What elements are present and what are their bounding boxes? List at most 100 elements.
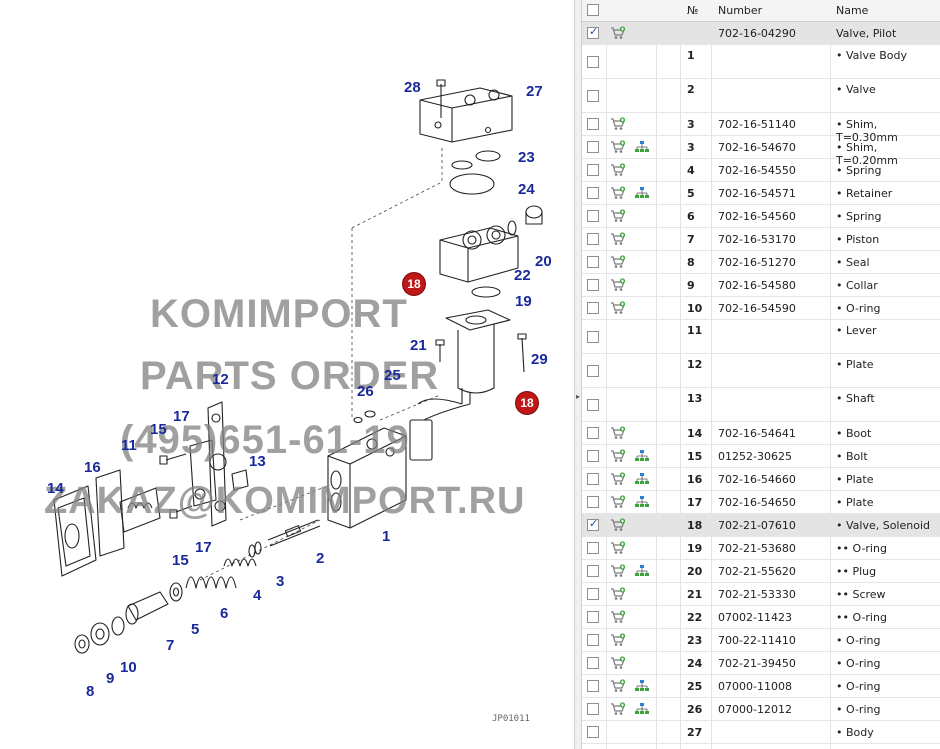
callout-6[interactable]: 6 [220,605,229,622]
cart-add-icon[interactable] [610,426,626,440]
callout-badge-18-top[interactable]: 18 [403,273,425,295]
row-part-number[interactable]: 702-16-54560 [718,210,796,223]
row-checkbox[interactable] [587,164,599,176]
column-header-num[interactable]: № [687,4,699,17]
table-row[interactable]: 1• Valve Body [582,45,940,79]
row-part-number[interactable]: 01252-30625 [718,450,792,463]
row-checkbox[interactable] [587,279,599,291]
cart-add-icon[interactable] [610,656,626,670]
callout-15-top[interactable]: 15 [150,421,167,438]
row-checkbox[interactable] [587,90,599,102]
cart-add-icon[interactable] [610,26,626,40]
row-checkbox[interactable] [587,25,599,39]
row-checkbox[interactable] [587,496,599,508]
row-checkbox[interactable] [587,565,599,577]
row-checkbox[interactable] [587,611,599,623]
hierarchy-icon[interactable] [634,141,650,153]
row-part-number[interactable]: 702-16-54670 [718,141,796,154]
callout-23[interactable]: 23 [518,149,535,166]
callout-20[interactable]: 20 [535,253,552,270]
table-row[interactable]: 13• Shaft [582,388,940,422]
callout-8[interactable]: 8 [86,683,95,700]
hierarchy-icon[interactable] [634,450,650,462]
row-part-number[interactable]: 702-16-54550 [718,164,796,177]
table-row[interactable]: 27• Body [582,721,940,744]
cart-add-icon[interactable] [610,301,626,315]
callout-12[interactable]: 12 [212,371,229,388]
callout-4[interactable]: 4 [253,587,262,604]
cart-add-icon[interactable] [610,679,626,693]
row-part-number[interactable]: 702-16-04290 [718,27,796,40]
row-part-number[interactable]: 702-16-51270 [718,256,796,269]
cart-add-icon[interactable] [610,117,626,131]
row-checkbox[interactable] [587,256,599,268]
callout-5[interactable]: 5 [191,621,200,638]
select-all-checkbox[interactable] [587,4,599,16]
row-checkbox[interactable] [587,680,599,692]
callout-29[interactable]: 29 [531,351,548,368]
row-part-number[interactable]: 07000-11008 [718,680,792,693]
row-checkbox[interactable] [587,657,599,669]
row-checkbox[interactable] [587,517,599,531]
row-part-number[interactable]: 702-16-54641 [718,427,796,440]
hierarchy-icon[interactable] [634,565,650,577]
row-checkbox[interactable] [587,726,599,738]
row-checkbox[interactable] [587,331,599,343]
hierarchy-icon[interactable] [634,473,650,485]
table-row[interactable]: 12• Plate [582,354,940,388]
cart-add-icon[interactable] [610,472,626,486]
row-checkbox[interactable] [587,233,599,245]
cart-add-icon[interactable] [610,163,626,177]
row-checkbox[interactable] [587,427,599,439]
callout-15-bottom[interactable]: 15 [172,552,189,569]
row-part-number[interactable]: 702-16-51140 [718,118,796,131]
row-part-number[interactable]: 702-21-39450 [718,657,796,670]
row-part-number[interactable]: 702-21-53330 [718,588,796,601]
panel-splitter[interactable]: ▸ [574,0,582,749]
row-checkbox[interactable] [587,588,599,600]
row-part-number[interactable]: 702-21-55620 [718,565,796,578]
cart-add-icon[interactable] [610,278,626,292]
cart-add-icon[interactable] [610,518,626,532]
row-part-number[interactable]: 702-16-54590 [718,302,796,315]
callout-14[interactable]: 14 [47,480,64,497]
hierarchy-icon[interactable] [634,187,650,199]
row-checkbox[interactable] [587,118,599,130]
callout-7[interactable]: 7 [166,637,175,654]
callout-9[interactable]: 9 [106,670,115,687]
cart-add-icon[interactable] [610,495,626,509]
cart-add-icon[interactable] [610,232,626,246]
cart-add-icon[interactable] [610,255,626,269]
row-part-number[interactable]: 702-21-07610 [718,519,796,532]
row-checkbox[interactable] [587,542,599,554]
hierarchy-icon[interactable] [634,703,650,715]
callout-24[interactable]: 24 [518,181,535,198]
row-part-number[interactable]: 07002-11423 [718,611,792,624]
callout-21[interactable]: 21 [410,337,427,354]
row-checkbox[interactable] [587,56,599,68]
row-checkbox[interactable] [587,450,599,462]
table-row[interactable]: 2• Valve [582,79,940,113]
callout-26[interactable]: 26 [357,383,374,400]
row-part-number[interactable]: 700-22-11410 [718,634,796,647]
column-header-number[interactable]: Number [718,4,763,17]
callout-28[interactable]: 28 [404,79,421,96]
